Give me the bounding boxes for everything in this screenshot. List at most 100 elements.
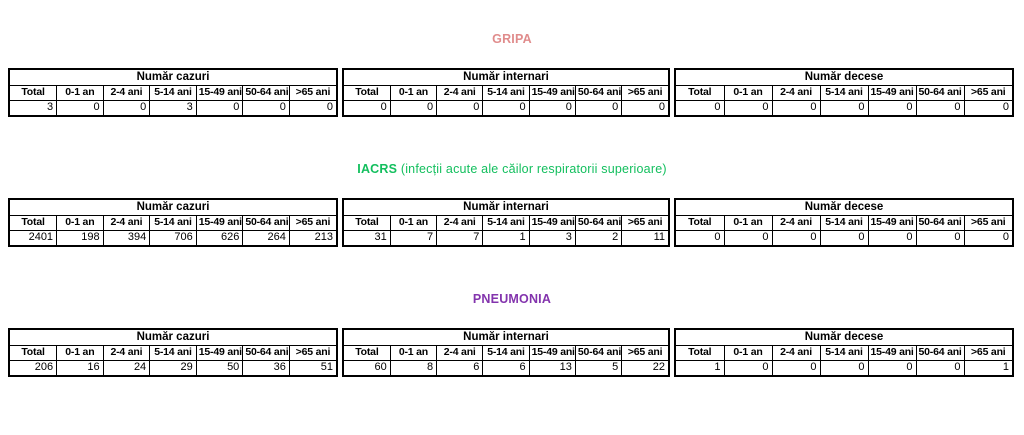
group-header-row: Număr decese [676, 70, 1012, 86]
column-header: 15-49 ani [195, 84, 244, 101]
table-cell: 0 [867, 229, 917, 245]
column-header: >65 ani [963, 214, 1012, 231]
table-cell: 22 [621, 359, 668, 375]
column-header: 0-1 an [723, 84, 773, 101]
column-header: 50-64 ani [574, 214, 623, 231]
table-cell: 16 [56, 359, 104, 375]
column-header: >65 ani [288, 214, 336, 231]
column-header: 2-4 ani [436, 214, 484, 231]
column-header: 2-4 ani [771, 344, 821, 361]
table-cell: 1 [963, 359, 1012, 375]
section-title-name: PNEUMONIA [472, 292, 552, 306]
table-cell: 0 [723, 99, 773, 115]
table-cell: 0 [771, 359, 821, 375]
column-header: 50-64 ani [242, 214, 290, 231]
table-cell: 0 [819, 229, 869, 245]
column-header: >65 ani [288, 84, 336, 101]
table-cell: 0 [436, 99, 484, 115]
table-cell: 6 [436, 359, 484, 375]
column-header: 2-4 ani [102, 214, 151, 231]
column-header: 50-64 ani [915, 214, 965, 231]
group-header-row: Număr cazuri [10, 200, 336, 216]
column-header: 15-49 ani [195, 214, 244, 231]
column-header: 0-1 an [723, 214, 773, 231]
table-cell: 7 [389, 229, 438, 245]
table-cell: 36 [242, 359, 290, 375]
column-header: >65 ani [963, 344, 1012, 361]
table-cell: 0 [676, 229, 725, 245]
column-header: 5-14 ani [482, 344, 530, 361]
table-cell: 0 [676, 99, 725, 115]
column-header: 0-1 an [56, 84, 104, 101]
table-cell: 0 [723, 359, 773, 375]
column-header: 15-49 ani [528, 84, 576, 101]
column-header: Total [10, 344, 58, 361]
column-header: 50-64 ani [915, 344, 965, 361]
table-cell: 706 [149, 229, 197, 245]
table-cell: 0 [389, 99, 438, 115]
column-header: 50-64 ani [574, 344, 623, 361]
column-header: 2-4 ani [436, 84, 484, 101]
section-title: PNEUMONIA [0, 260, 1024, 306]
group-header-label: Număr decese [676, 330, 1012, 346]
table-cell: 1 [676, 359, 725, 375]
group-header-label: Număr internari [344, 200, 668, 216]
column-header: Total [676, 84, 725, 101]
table-cell: 7 [436, 229, 484, 245]
table-cell: 0 [621, 99, 668, 115]
group-header-label: Număr internari [344, 70, 668, 86]
table-cell: 0 [288, 99, 336, 115]
table-cell: 626 [195, 229, 244, 245]
table-cell: 2401 [10, 229, 58, 245]
column-header: >65 ani [621, 214, 668, 231]
column-header: 15-49 ani [867, 214, 917, 231]
table-cell: 264 [242, 229, 290, 245]
table-cell: 0 [915, 359, 965, 375]
column-header: 5-14 ani [482, 84, 530, 101]
table-cell: 0 [771, 99, 821, 115]
column-header: Total [676, 344, 725, 361]
group-header-row: Număr internari [344, 200, 668, 216]
table-cell: 13 [528, 359, 576, 375]
column-header: 5-14 ani [819, 344, 869, 361]
group-header-row: Număr cazuri [10, 330, 336, 346]
table-cell: 6 [482, 359, 530, 375]
section-title-name: GRIPA [492, 32, 532, 46]
table-cell: 60 [344, 359, 391, 375]
column-header: 2-4 ani [102, 344, 151, 361]
group-header-label: Număr decese [676, 200, 1012, 216]
table-cell: 0 [915, 99, 965, 115]
table-cell: 1 [482, 229, 530, 245]
section-title: GRIPA [0, 0, 1024, 46]
column-header: Total [344, 214, 391, 231]
table-cell: 8 [389, 359, 438, 375]
column-header: 50-64 ani [242, 84, 290, 101]
column-header: 2-4 ani [771, 84, 821, 101]
table-cell: 0 [915, 229, 965, 245]
